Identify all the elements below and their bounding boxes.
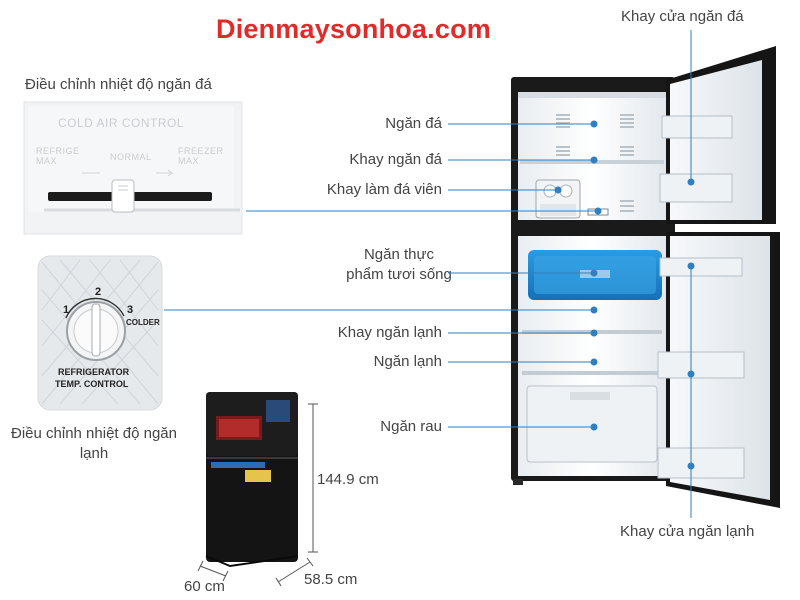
vegetable-drawer-label: Ngăn rau: [380, 418, 442, 435]
freezer-compartment-label: Ngăn đá: [385, 115, 442, 132]
fridge-control-label: Điều chỉnh nhiệt độ ngăn lạnh: [11, 425, 177, 462]
width-dimension: 60 cm: [184, 578, 225, 595]
main-fridge: [511, 46, 780, 508]
ice-tray-label: Khay làm đá viên: [326, 181, 442, 198]
freezer-door-tray-label: Khay cửa ngăn đá: [621, 8, 744, 25]
fridge-compartment-label: Ngăn lạnh: [373, 353, 442, 370]
cold-air-control-title: COLD AIR CONTROL: [58, 116, 185, 130]
leader-lines: [164, 30, 695, 518]
dial-number-1: 1: [63, 304, 70, 316]
refrige-max-text: REFRIGE MAX: [36, 146, 80, 166]
fridge-control-panel: [37, 255, 163, 411]
freezer-control-label: Điều chỉnh nhiệt độ ngăn đá: [25, 76, 212, 93]
refrigerator-text: REFRIGERATOR: [58, 367, 130, 377]
dimension-lines: [197, 403, 318, 587]
temp-control-text: TEMP. CONTROL: [55, 379, 129, 389]
freezer-control-panel: [23, 101, 243, 235]
fridge-tray-label: Khay ngăn lạnh: [337, 324, 442, 341]
normal-text: NORMAL: [110, 152, 152, 162]
dial-number-3: 3: [127, 304, 134, 316]
freezer-tray-label: Khay ngăn đá: [349, 151, 442, 168]
colder-text: COLDER: [126, 318, 160, 327]
site-brand: Dienmaysonhoa.com: [216, 14, 491, 44]
fridge-door-tray-label: Khay cửa ngăn lạnh: [620, 523, 755, 540]
dial-number-2: 2: [95, 286, 102, 298]
fresh-food-label: Ngăn thực phẩm tươi sống: [346, 246, 452, 283]
freezer-max-text: FREEZER MAX: [178, 146, 224, 166]
height-dimension: 144.9 cm: [317, 471, 379, 488]
depth-dimension: 58.5 cm: [304, 571, 358, 588]
fridge-thumbnail: [205, 392, 299, 568]
